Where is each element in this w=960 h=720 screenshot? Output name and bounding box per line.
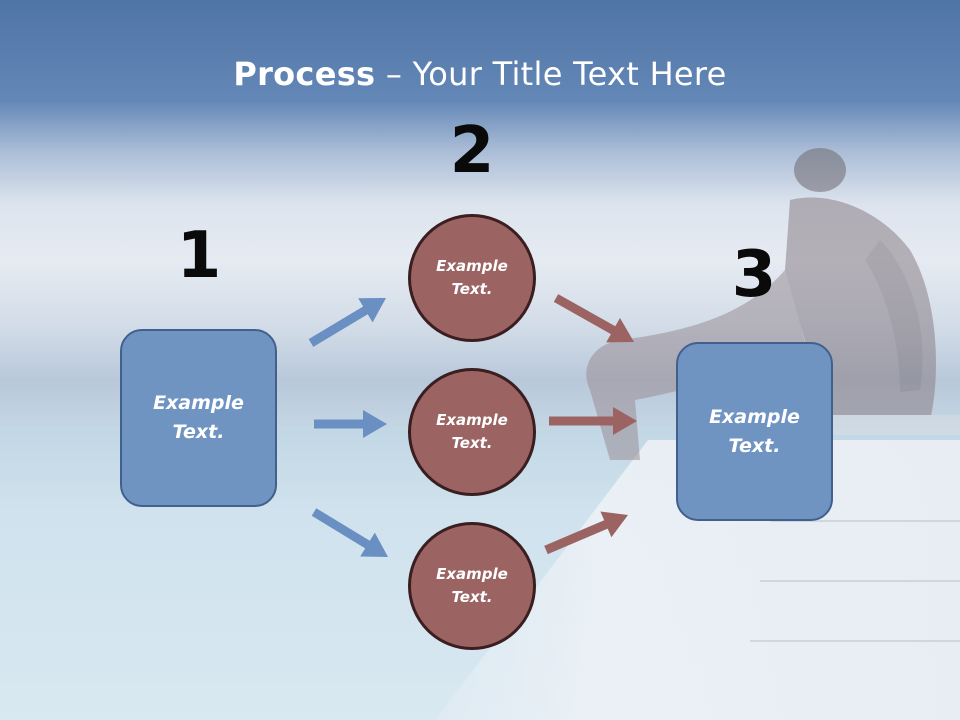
- step-2-circle-bottom: Example Text.: [408, 522, 536, 650]
- step-number-2: 2: [449, 114, 495, 188]
- step-2-circle-top: Example Text.: [408, 214, 536, 342]
- step-3-box: Example Text.: [676, 342, 833, 521]
- arrow-2-top-to-3: [553, 294, 634, 343]
- arrow-1-to-2-bottom: [311, 508, 388, 557]
- deck-plank-line: [770, 520, 960, 522]
- deck-plank-line: [750, 640, 960, 642]
- step-2-circle-middle: Example Text.: [408, 368, 536, 496]
- arrow-2-bottom-to-3: [544, 511, 628, 555]
- title-rest: – Your Title Text Here: [375, 55, 727, 93]
- step-1-box: Example Text.: [120, 329, 277, 507]
- title-bold: Process: [233, 55, 376, 93]
- slide-title: Process – Your Title Text Here: [0, 50, 960, 98]
- step-number-3: 3: [731, 238, 777, 312]
- arrow-2-middle-to-3: [549, 407, 637, 435]
- deck-plank-line: [760, 580, 960, 582]
- arrow-1-to-2-middle: [314, 410, 387, 438]
- step-number-1: 1: [176, 219, 222, 293]
- arrow-1-to-2-top: [308, 298, 386, 347]
